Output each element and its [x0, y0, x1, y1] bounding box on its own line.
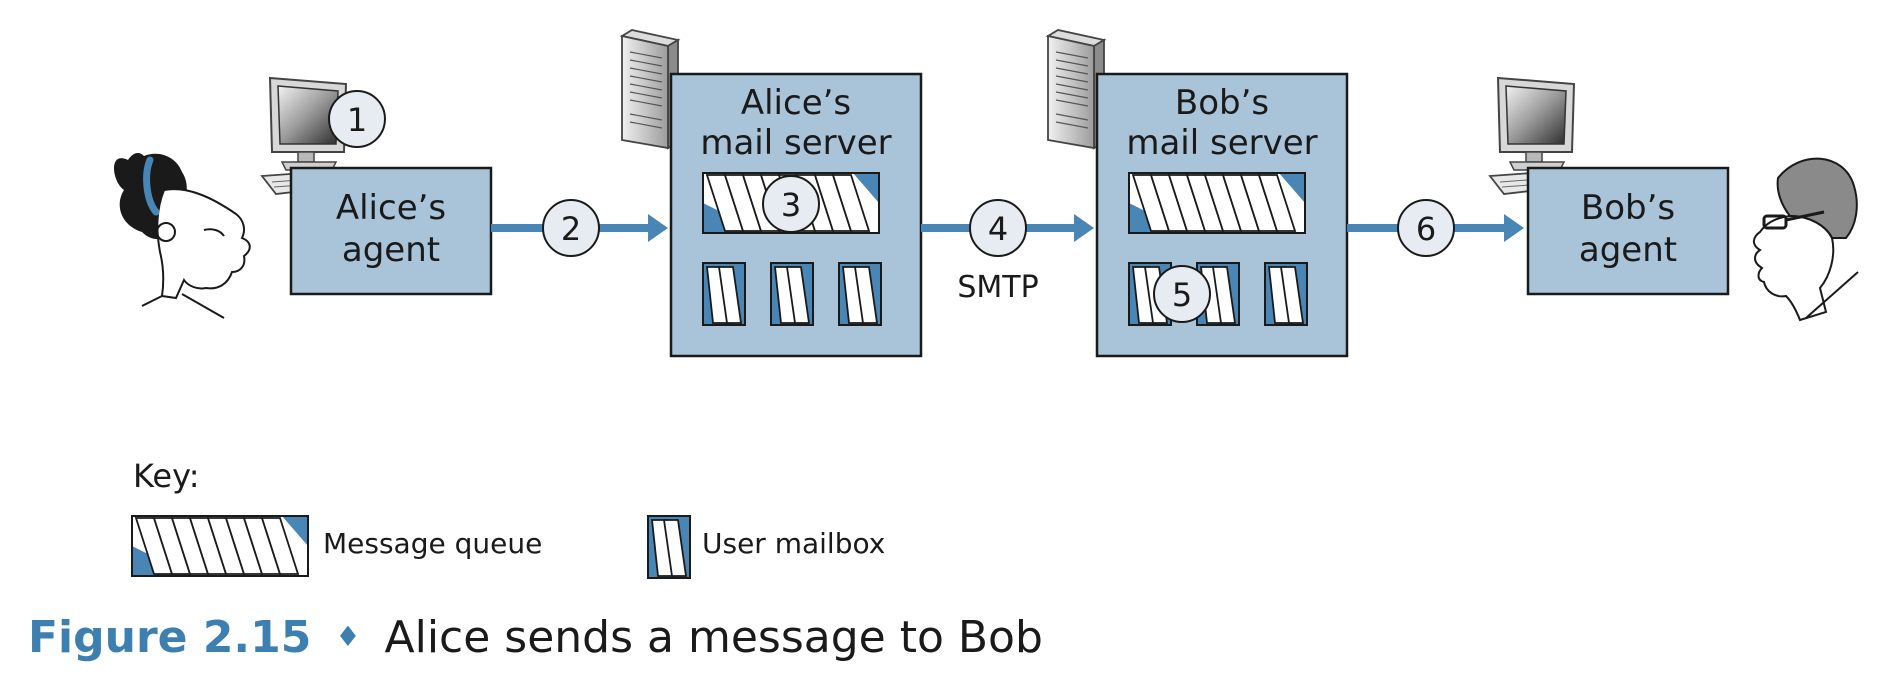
bob-server-label-line1: Bob’s	[1175, 83, 1269, 123]
figure-number: Figure 2.15	[28, 612, 312, 663]
alice-agent-label-line2: agent	[342, 230, 440, 270]
step-2-label: 2	[561, 210, 581, 248]
key-message-queue-icon	[131, 515, 309, 577]
step-5-label: 5	[1172, 276, 1192, 314]
figure-caption-text: Alice sends a message to Bob	[384, 612, 1043, 663]
step-3-marker: 3	[762, 175, 820, 233]
figure-caption: Figure 2.15 ♦ Alice sends a message to B…	[28, 612, 1043, 663]
bob-agent-label-line1: Bob’s	[1581, 188, 1675, 228]
step-4-marker: 4	[969, 199, 1027, 257]
step-2-marker: 2	[542, 199, 600, 257]
bob-agent-box	[1526, 166, 1730, 296]
bob-agent-label-line2: agent	[1579, 230, 1677, 270]
step-3-label: 3	[781, 186, 801, 224]
alice-agent-box	[289, 166, 493, 296]
step-1-label: 1	[347, 101, 367, 139]
step-5-marker: 5	[1153, 265, 1211, 323]
step-4-label: 4	[988, 210, 1008, 248]
key-title: Key:	[133, 457, 199, 495]
key-user-mailbox-icon	[647, 515, 691, 579]
email-flow-diagram: Alice’s agent Alice’s mail server Bob’s …	[114, 29, 1859, 579]
bob-message-queue	[1128, 172, 1306, 234]
smtp-label: SMTP	[957, 270, 1038, 305]
alice-server-label-line1: Alice’s	[741, 83, 851, 123]
bob-mailbox-3	[1264, 262, 1308, 326]
alice-mailbox-1	[702, 262, 746, 326]
caption-separator: ♦	[335, 620, 361, 653]
key-message-queue-label: Message queue	[323, 527, 542, 560]
alice-mailbox-3	[838, 262, 882, 326]
bob-server-icon	[1047, 29, 1105, 149]
step-6-marker: 6	[1397, 199, 1455, 257]
bob-server-label-line2: mail server	[1126, 123, 1317, 163]
alice-mailbox-2	[770, 262, 814, 326]
key-user-mailbox-label: User mailbox	[702, 527, 885, 560]
bob-person-icon	[1753, 157, 1859, 322]
alice-server-icon	[621, 29, 679, 149]
step-1-marker: 1	[328, 90, 386, 148]
step-6-label: 6	[1416, 210, 1436, 248]
alice-agent-label-line1: Alice’s	[336, 188, 446, 228]
alice-server-label-line2: mail server	[700, 123, 891, 163]
alice-person-icon	[114, 153, 251, 319]
